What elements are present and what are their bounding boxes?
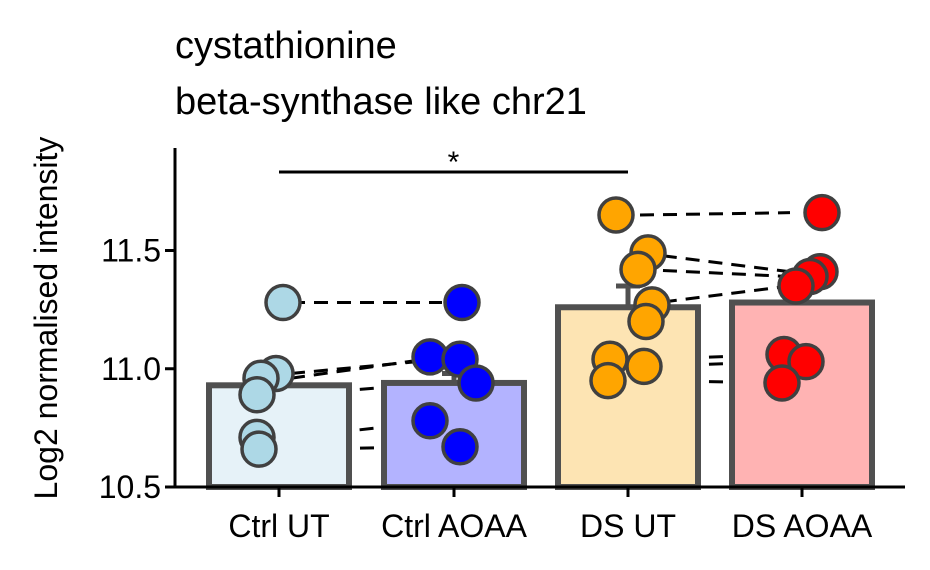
data-point bbox=[777, 267, 815, 305]
chart-title-line-1: cystathionine bbox=[175, 25, 397, 67]
chart-title-line-2: beta-synthase like chr21 bbox=[175, 81, 587, 123]
x-tick-label: Ctrl AOAA bbox=[381, 508, 527, 544]
data-point bbox=[625, 347, 663, 386]
data-point bbox=[264, 283, 302, 322]
bar-ctrl-ut bbox=[206, 382, 352, 490]
bar-ds-ut bbox=[555, 304, 701, 491]
data-point bbox=[238, 376, 276, 414]
paired-line bbox=[639, 211, 791, 217]
data-point bbox=[441, 428, 479, 466]
data-point bbox=[411, 402, 449, 440]
x-tick-label: Ctrl UT bbox=[228, 508, 329, 544]
data-point bbox=[597, 196, 635, 234]
paired-line bbox=[639, 267, 791, 279]
y-axis-label: Log2 normalised intensity bbox=[28, 137, 64, 500]
significance-label: * bbox=[448, 146, 460, 179]
data-point bbox=[619, 250, 657, 289]
data-point bbox=[763, 364, 801, 402]
data-point bbox=[803, 193, 841, 232]
bar-ds-aoaa bbox=[729, 299, 875, 490]
y-tick-label: 11.0 bbox=[101, 351, 161, 387]
x-tick-label: DS UT bbox=[580, 508, 676, 544]
y-tick-label: 11.5 bbox=[101, 233, 161, 269]
data-point bbox=[240, 430, 278, 468]
y-tick-label: 10.5 bbox=[99, 469, 161, 505]
data-point bbox=[589, 361, 627, 400]
data-point bbox=[443, 283, 481, 322]
data-point bbox=[457, 364, 495, 402]
data-point bbox=[787, 342, 825, 381]
x-tick-label: DS AOAA bbox=[732, 508, 873, 544]
data-point bbox=[627, 302, 665, 341]
